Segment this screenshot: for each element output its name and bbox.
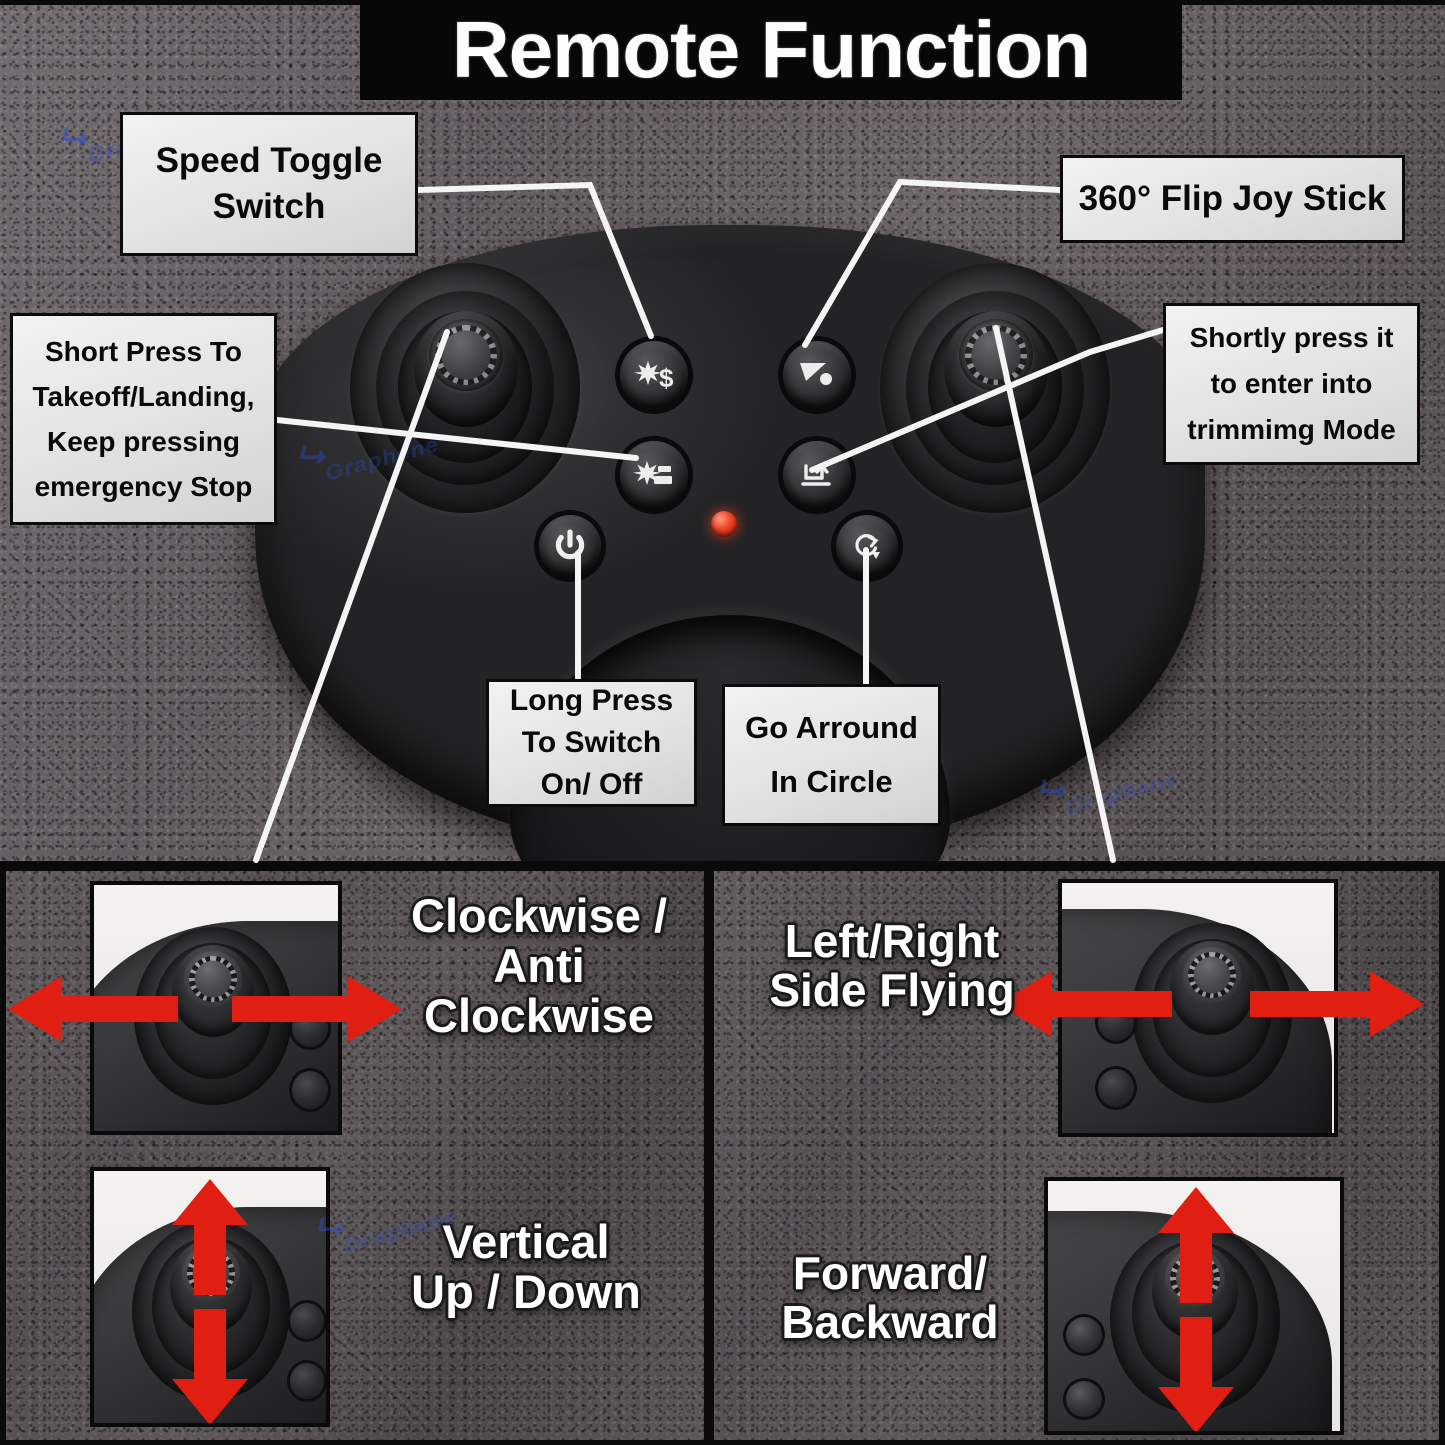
left-joystick[interactable] xyxy=(350,263,580,513)
left-joystick-grip-teeth xyxy=(435,325,497,385)
play-dot-icon xyxy=(796,359,838,391)
asterisk-lines-icon xyxy=(632,457,676,493)
panel-divider-horizontal xyxy=(0,861,1445,871)
label-line: Clockwise / xyxy=(411,889,667,942)
label-line: Left/Right xyxy=(784,915,1000,967)
callout-line: to enter into xyxy=(1210,368,1373,399)
circle-arrow-icon xyxy=(849,528,885,564)
frame-left-edge xyxy=(0,861,6,1445)
circle-button[interactable] xyxy=(836,515,898,577)
label-line: Side Flying xyxy=(769,963,1015,1016)
vertical-double-arrow-throttle xyxy=(172,1179,248,1423)
frame-right-edge xyxy=(1439,861,1445,1445)
speed-toggle-button[interactable]: $ xyxy=(620,341,688,409)
page-title: Remote Function xyxy=(451,5,1091,94)
status-led xyxy=(711,511,737,537)
callout-line: In Circle xyxy=(770,764,893,799)
horizontal-double-arrow-yaw xyxy=(8,976,402,1042)
inset-joystick-teeth xyxy=(1188,952,1236,998)
callout-line: To Switch xyxy=(521,726,662,759)
callout-line: Takeoff/Landing, xyxy=(32,381,255,412)
left-joystick-closeup-throttle xyxy=(90,1167,330,1427)
horizontal-double-arrow-roll xyxy=(998,971,1424,1037)
inset-side-button-2 xyxy=(290,1363,324,1399)
inset-side-button-1 xyxy=(1066,1317,1102,1353)
right-joystick-grip-teeth xyxy=(965,325,1027,385)
frame-bottom-edge xyxy=(0,1440,1445,1445)
power-button[interactable] xyxy=(539,515,601,577)
callout-speed-toggle-switch: Speed Toggle Switch xyxy=(120,112,418,256)
trim-button[interactable] xyxy=(783,441,851,509)
title-banner: Remote Function xyxy=(360,0,1182,100)
inset-side-button-2 xyxy=(292,1071,328,1109)
label-line: Backward xyxy=(781,1295,999,1348)
svg-text:$: $ xyxy=(659,363,674,393)
panel-right-stick: Left/Right Side Flying Forward/ Backw xyxy=(714,871,1439,1440)
callout-line: Short Press To xyxy=(44,336,243,367)
callout-line: 360° Flip Joy Stick xyxy=(1078,179,1387,218)
callout-line: Switch xyxy=(212,187,326,226)
inset-joystick-teeth xyxy=(189,956,237,1002)
callout-line: Go Arround xyxy=(745,710,918,745)
label-yaw: Clockwise / Anti Clockwise xyxy=(374,891,704,1040)
panel-left-background xyxy=(6,871,704,1440)
callout-line: Long Press xyxy=(509,684,674,717)
label-pitch: Forward/ Backward xyxy=(740,1249,1040,1347)
label-throttle: Vertical Up / Down xyxy=(348,1217,704,1317)
panel-divider-vertical xyxy=(704,866,714,1445)
callout-line: On/ Off xyxy=(540,768,643,801)
vertical-double-arrow-pitch xyxy=(1158,1187,1234,1431)
asterisk-dollar-icon: $ xyxy=(632,357,676,393)
label-line: Anti xyxy=(493,938,585,992)
callout-line: Speed Toggle xyxy=(155,141,383,180)
callout-power-switch: Long Press To Switch On/ Off xyxy=(486,679,697,807)
callout-flip-joy-stick: 360° Flip Joy Stick xyxy=(1060,155,1405,243)
label-roll: Left/Right Side Flying xyxy=(742,917,1042,1015)
inset-side-button-2 xyxy=(1066,1381,1102,1417)
inset-side-button-2 xyxy=(1098,1069,1134,1107)
callout-line: Shortly press it xyxy=(1189,322,1394,353)
callout-line: Keep pressing xyxy=(47,426,240,457)
callout-takeoff-landing: Short Press To Takeoff/Landing, Keep pre… xyxy=(10,313,277,525)
callout-line: emergency Stop xyxy=(34,471,253,502)
panel-left-stick: Clockwise / Anti Clockwise Vertical xyxy=(6,871,704,1440)
label-line: Up / Down xyxy=(411,1264,641,1318)
callout-line: trimmimg Mode xyxy=(1187,414,1396,445)
flip-button[interactable] xyxy=(783,341,851,409)
takeoff-landing-button[interactable] xyxy=(620,441,688,509)
label-line: Forward/ xyxy=(792,1247,988,1299)
label-line: Clockwise xyxy=(424,988,654,1042)
label-line: Vertical xyxy=(442,1215,610,1268)
power-icon xyxy=(553,528,587,564)
callout-circle-mode: Go Arround In Circle xyxy=(722,684,941,826)
right-joystick-closeup-roll xyxy=(1058,879,1338,1137)
drone-landing-icon xyxy=(797,456,837,494)
right-joystick[interactable] xyxy=(880,263,1110,513)
inset-side-button-1 xyxy=(290,1303,324,1339)
callout-trimming-mode: Shortly press it to enter into trimmimg … xyxy=(1163,303,1420,465)
right-joystick-closeup-pitch xyxy=(1044,1177,1344,1435)
